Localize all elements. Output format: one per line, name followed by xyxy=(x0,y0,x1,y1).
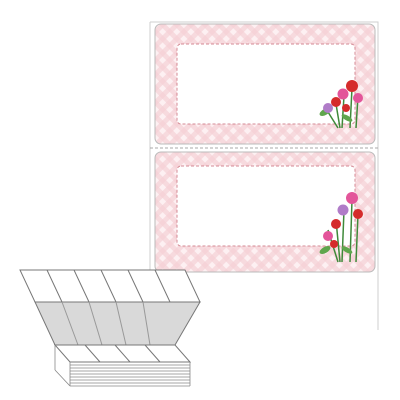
fanfold-stack-layers xyxy=(54,345,191,387)
label-top xyxy=(154,23,376,145)
carnation-flowers-icon xyxy=(319,192,363,263)
label-bottom xyxy=(154,151,376,273)
fanfold-stack-illustration xyxy=(19,269,201,387)
liner-sheet-outline xyxy=(149,21,379,330)
carnation-flowers-icon xyxy=(319,80,363,129)
label-bottom-writing-area xyxy=(176,165,356,247)
fanfold-top-strip xyxy=(19,269,201,303)
